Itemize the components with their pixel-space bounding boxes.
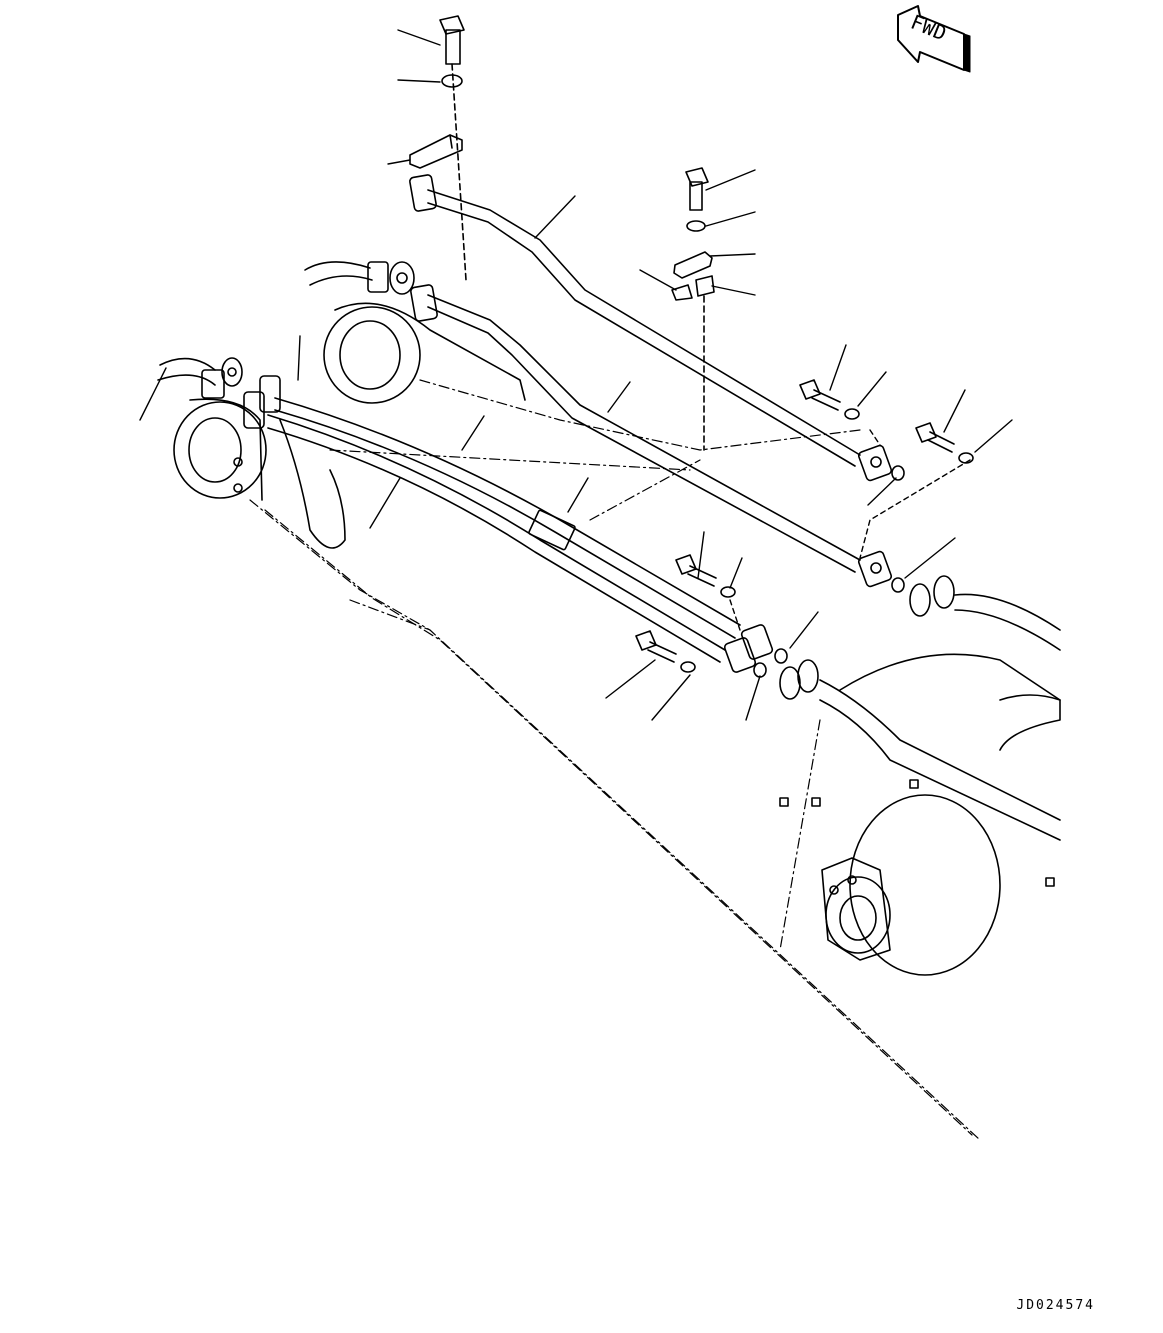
upper-left-hoses xyxy=(157,261,415,399)
left-boss-assembly xyxy=(173,302,526,549)
clamp-upper xyxy=(409,134,463,169)
bolt-top xyxy=(439,15,467,281)
bolt-set-1 xyxy=(799,379,860,420)
right-boss-assembly xyxy=(779,779,1055,976)
boom-outline xyxy=(249,379,981,1141)
bolt-set-3 xyxy=(675,554,736,598)
callout-leaders xyxy=(139,29,1013,721)
document-id: JD024574 xyxy=(1016,1298,1095,1313)
o-rings xyxy=(753,465,905,678)
middle-pipe xyxy=(410,284,893,588)
clamp-right xyxy=(671,167,715,451)
right-hose-assembly xyxy=(779,575,1061,841)
bolt-set-4 xyxy=(635,630,696,673)
bolt-set-2 xyxy=(915,422,974,464)
upper-pipe xyxy=(409,174,893,482)
lower-double-pipe xyxy=(243,375,774,673)
fwd-arrow-icon: FWD xyxy=(897,5,971,73)
